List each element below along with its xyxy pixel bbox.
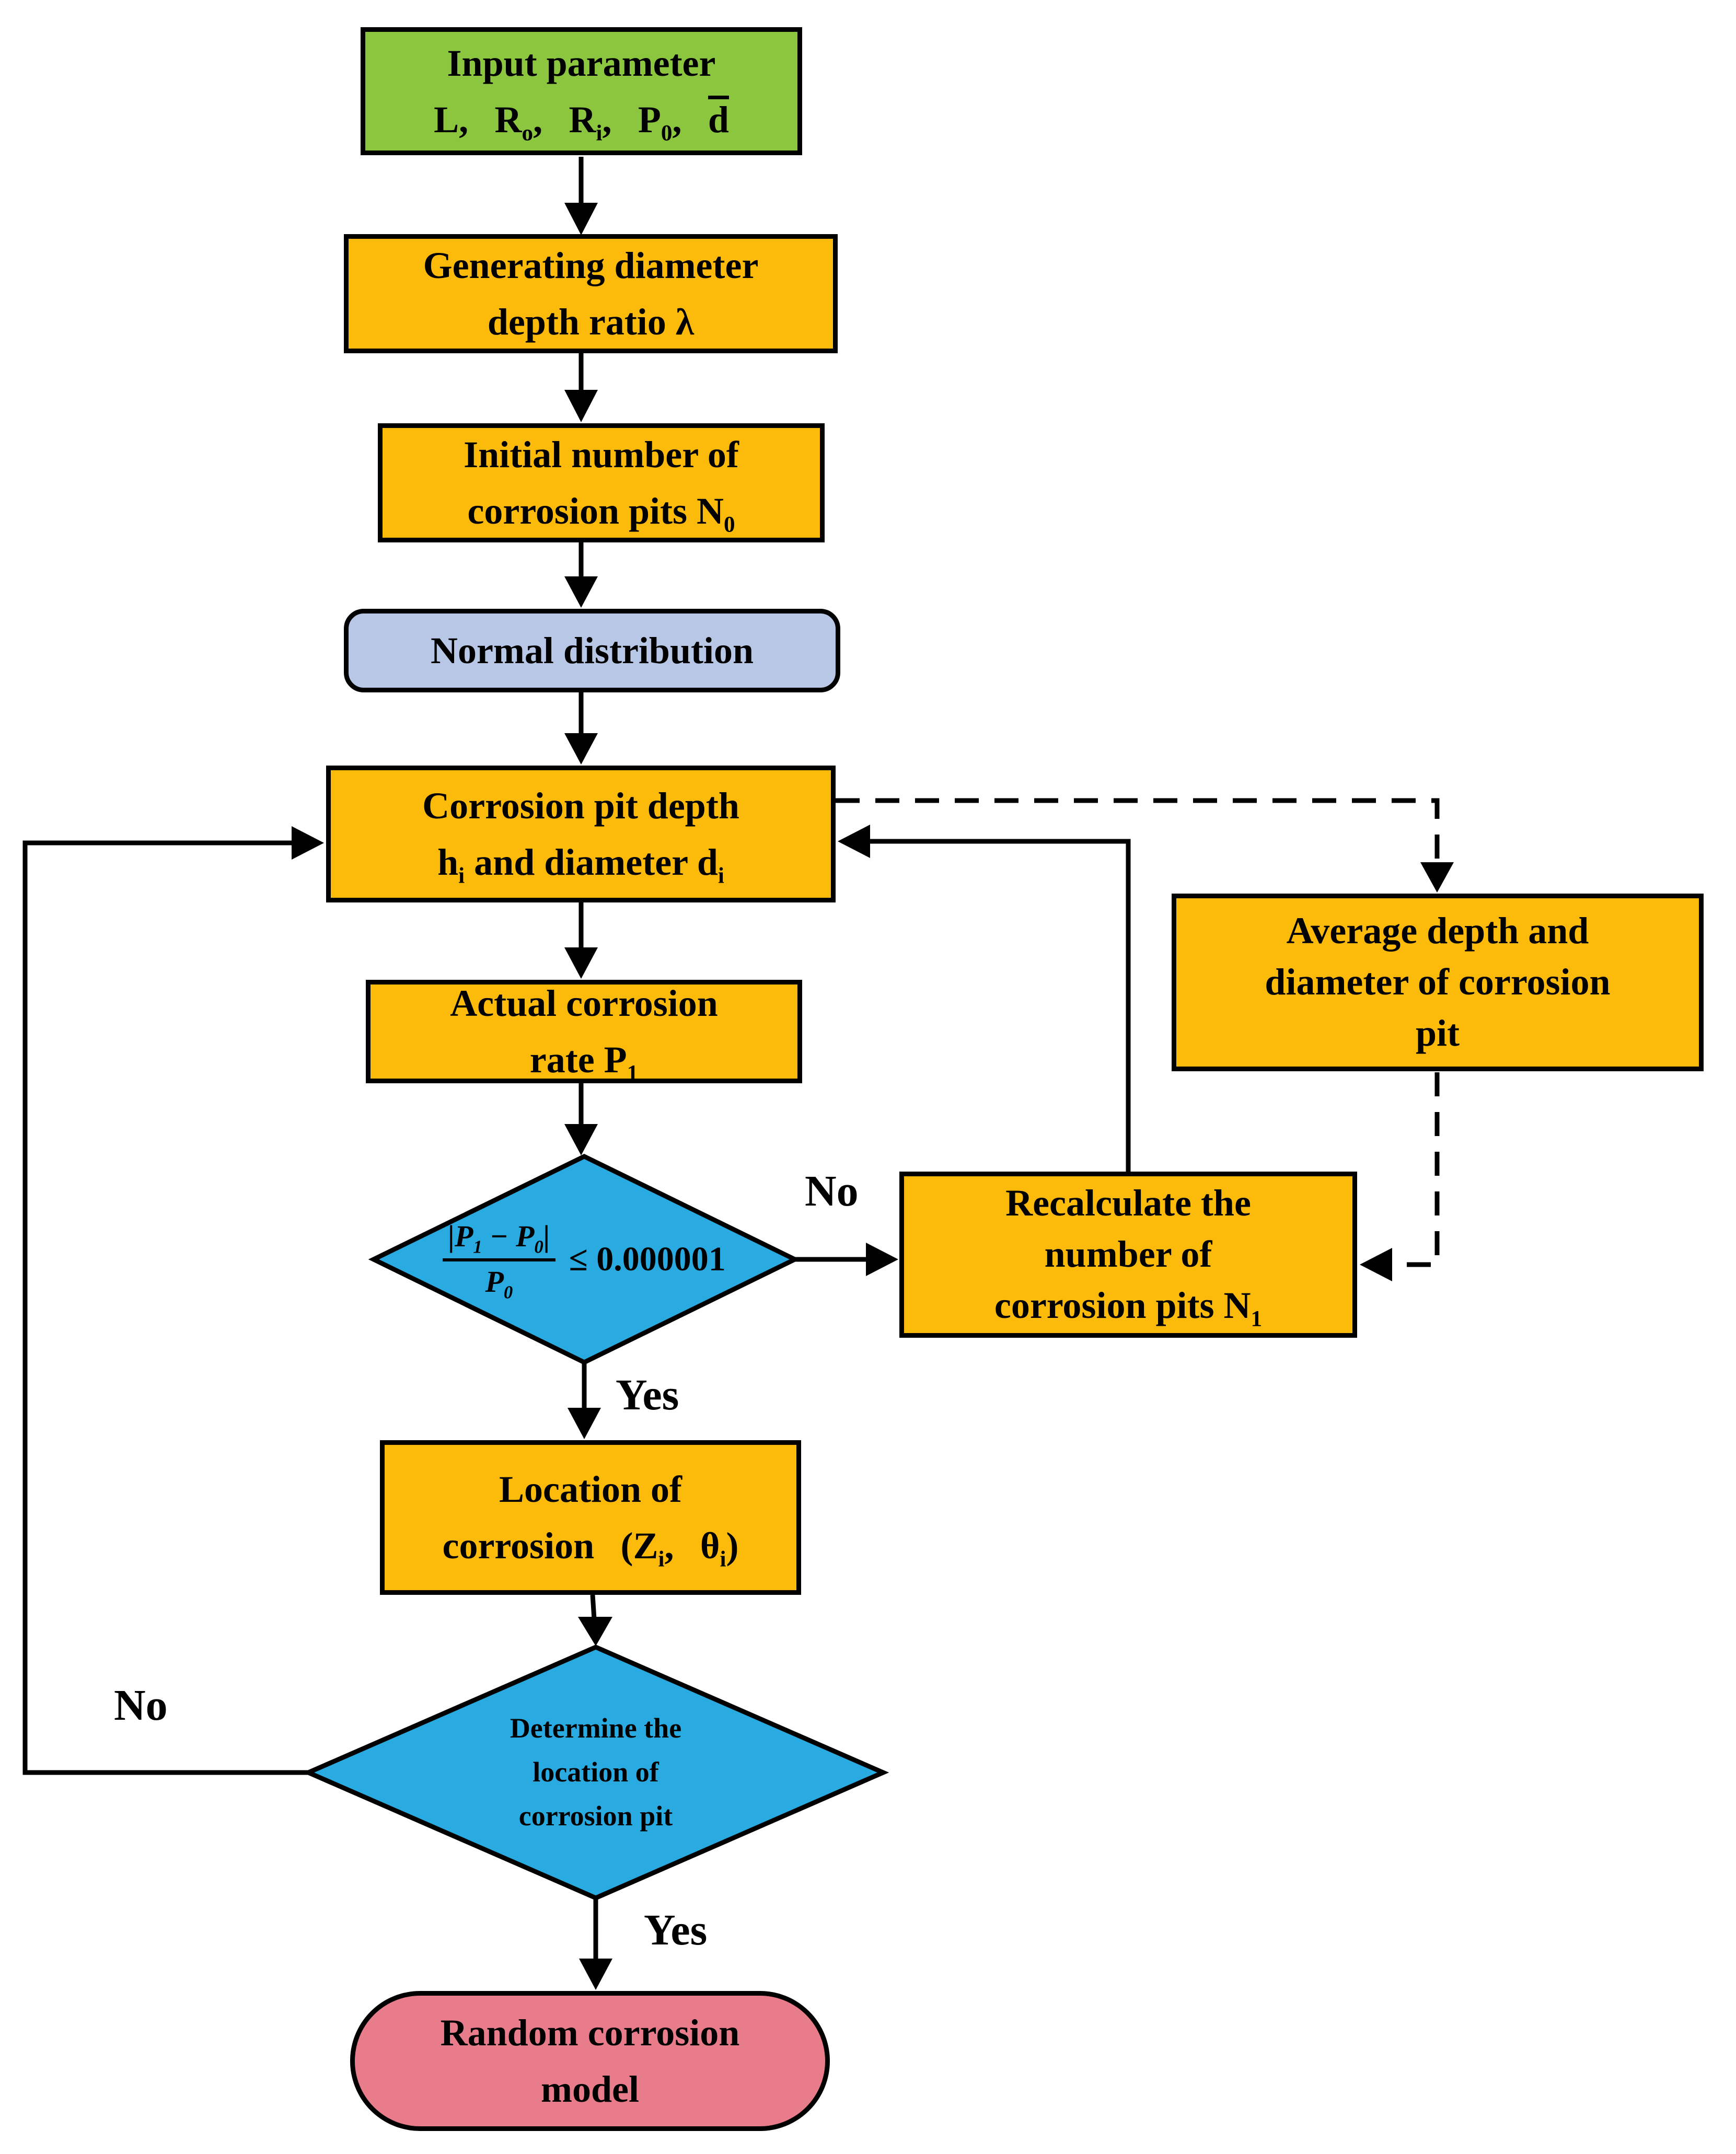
- decision1-diamond: [368, 1153, 801, 1365]
- dashed-connector-average-to-recalc: [1360, 1072, 1440, 1281]
- text-run: h: [437, 841, 459, 883]
- node-random-corrosion-model: Random corrosion model: [350, 1991, 830, 2131]
- actual-rate-line1: Actual corrosion: [450, 982, 718, 1024]
- decision2-line3: corrosion pit: [518, 1800, 673, 1832]
- node-input-parameter: Input parameter L, Ro, Ri, P0, d: [361, 27, 802, 155]
- text-run: 0: [503, 1282, 513, 1303]
- label-no-decision1: No: [805, 1167, 859, 1215]
- text-run: |P: [448, 1219, 473, 1254]
- text-run: rate P: [529, 1039, 627, 1081]
- initial-pits-line2: corrosion pits N0: [467, 483, 735, 539]
- text-run: and diameter d: [465, 841, 718, 883]
- decision2-line1: Determine the: [510, 1712, 682, 1744]
- text-run: corrosion pits N: [994, 1284, 1251, 1326]
- fraction: |P1 − P0| P0: [443, 1219, 555, 1303]
- d-bar-symbol: d: [708, 95, 729, 140]
- text-run: 0: [534, 1236, 543, 1257]
- node-recalculate-pits: Recalculate the number of corrosion pits…: [899, 1172, 1357, 1338]
- text-run: − P: [482, 1219, 535, 1254]
- arrow-pitdepth-to-actual: [564, 902, 598, 979]
- decision2-condition: Determine the location of corrosion pit: [308, 1647, 883, 1898]
- node-generating-ratio: Generating diameter depth ratio λ: [344, 234, 838, 353]
- label-yes-decision1: Yes: [616, 1371, 679, 1419]
- arrow-decision1-yes-to-location: [568, 1362, 601, 1439]
- decision2-text: Determine the location of corrosion pit: [510, 1707, 681, 1838]
- text-run: 1: [627, 1061, 639, 1086]
- node-initial-pits: Initial number of corrosion pits N0: [378, 423, 825, 542]
- text-run: i: [458, 863, 465, 888]
- label-no-decision2: No: [114, 1681, 168, 1730]
- arrow-location-to-decision2: [578, 1594, 612, 1646]
- node-actual-corrosion-rate: Actual corrosion rate P1: [366, 980, 802, 1084]
- text-run: 1: [1251, 1306, 1263, 1331]
- random-model-line1: Random corrosion: [440, 2012, 740, 2054]
- text-run: ,: [672, 98, 708, 141]
- arrow-input-to-generating: [564, 157, 598, 235]
- arrow-generating-to-initial: [564, 353, 598, 422]
- text-run: o: [522, 120, 534, 145]
- pit-depth-line1: Corrosion pit depth: [422, 785, 739, 827]
- text-run: , θ: [664, 1525, 720, 1567]
- input-parameter-line2: L, Ro, Ri, P0, d: [434, 91, 729, 148]
- arrow-initial-to-normal: [564, 542, 598, 608]
- arrow-actual-to-decision1: [564, 1083, 598, 1155]
- label-yes-decision2: Yes: [644, 1906, 708, 1954]
- text-run: 0: [661, 120, 673, 145]
- node-corrosion-location: Location of corrosion (Zi, θi): [380, 1440, 801, 1595]
- average-line1: Average depth and: [1286, 910, 1589, 952]
- decision2-line2: location of: [533, 1756, 659, 1788]
- node-pit-depth-diameter: Corrosion pit depth hi and diameter di: [326, 766, 836, 902]
- node-average-depth-diameter: Average depth and diameter of corrosion …: [1172, 894, 1704, 1071]
- average-line3: pit: [1415, 1012, 1460, 1054]
- generating-ratio-line2: depth ratio λ: [487, 301, 695, 343]
- generating-ratio-line1: Generating diameter: [423, 245, 759, 286]
- pit-depth-line2: hi and diameter di: [437, 834, 724, 890]
- recalculate-line3: corrosion pits N1: [994, 1280, 1262, 1331]
- location-line1: Location of: [499, 1468, 682, 1510]
- arrow-decision1-no-to-recalc: [795, 1243, 898, 1276]
- connector-recalc-to-pitdepth: [838, 825, 1131, 1172]
- normal-distribution-label: Normal distribution: [430, 630, 754, 671]
- text-run: corrosion (Z: [442, 1525, 658, 1567]
- text-run: i: [596, 120, 603, 145]
- initial-pits-line1: Initial number of: [464, 434, 739, 476]
- dashed-connector-pitdepth-to-average: [836, 798, 1454, 893]
- text-run: , R: [533, 98, 596, 141]
- arrow-decision2-yes-to-random: [579, 1898, 612, 1990]
- decision2-diamond: [302, 1645, 889, 1901]
- average-line2: diameter of corrosion: [1265, 961, 1611, 1003]
- text-run: corrosion pits N: [467, 490, 724, 532]
- text-run: 0: [724, 512, 735, 537]
- random-model-line2: model: [541, 2068, 639, 2110]
- recalculate-line2: number of: [1044, 1233, 1212, 1276]
- text-run: |: [543, 1219, 550, 1254]
- node-normal-distribution: Normal distribution: [344, 609, 840, 692]
- location-line2: corrosion (Zi, θi): [442, 1518, 738, 1574]
- text-run: 1: [473, 1236, 482, 1257]
- fraction-denominator: P0: [485, 1261, 513, 1303]
- arrow-normal-to-pitdepth: [564, 692, 598, 765]
- fraction-numerator: |P1 − P0|: [443, 1219, 555, 1261]
- text-run: , P: [602, 98, 661, 141]
- text-run: i: [658, 1547, 665, 1572]
- condition-threshold: ≤ 0.000001: [569, 1240, 726, 1278]
- text-run: ): [726, 1525, 739, 1567]
- text-run: i: [717, 863, 724, 888]
- decision1-condition: |P1 − P0| P0 ≤ 0.000001: [374, 1156, 795, 1362]
- connector-decision2-no-loop: [22, 826, 324, 1775]
- input-parameter-line1: Input parameter: [447, 42, 716, 84]
- text-run: i: [720, 1547, 726, 1572]
- recalculate-line1: Recalculate the: [1005, 1182, 1251, 1224]
- text-run: L, R: [434, 98, 522, 141]
- text-run: P: [485, 1265, 504, 1299]
- actual-rate-line2: rate P1: [530, 1032, 638, 1088]
